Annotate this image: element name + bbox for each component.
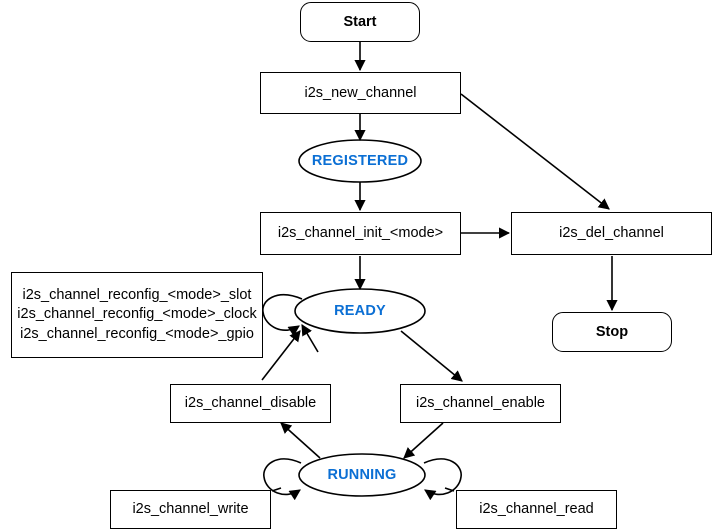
node-channel-reconfig[interactable]: i2s_channel_reconfig_<mode>_slot i2s_cha…: [11, 272, 263, 358]
node-channel-write[interactable]: i2s_channel_write: [110, 490, 271, 529]
node-channel-read[interactable]: i2s_channel_read: [456, 490, 617, 529]
node-channel-init-label: i2s_channel_init_<mode>: [277, 225, 444, 242]
node-channel-init[interactable]: i2s_channel_init_<mode>: [260, 212, 461, 255]
node-new-channel-label: i2s_new_channel: [304, 84, 417, 101]
node-channel-enable[interactable]: i2s_channel_enable: [400, 384, 561, 423]
node-del-channel[interactable]: i2s_del_channel: [511, 212, 712, 255]
node-channel-disable[interactable]: i2s_channel_disable: [170, 384, 331, 423]
node-stop-label: Stop: [595, 324, 629, 340]
node-channel-write-label: i2s_channel_write: [132, 501, 249, 518]
edge-channel-read-to-running: [444, 487, 455, 492]
edge-channel-disable-to-ready: [261, 330, 301, 381]
node-channel-read-label: i2s_channel_read: [479, 501, 594, 518]
node-channel-disable-label: i2s_channel_disable: [184, 395, 317, 412]
edge-running-to-channel-disable: [280, 422, 321, 459]
registered-state-ellipse: [298, 139, 422, 183]
edge-ready-self-loop: [262, 294, 303, 337]
node-start[interactable]: Start: [300, 2, 420, 42]
node-new-channel[interactable]: i2s_new_channel: [260, 72, 461, 114]
node-stop[interactable]: Stop: [552, 312, 672, 352]
edge-new-channel-to-del-channel: [460, 93, 610, 210]
node-del-channel-label: i2s_del_channel: [559, 225, 664, 242]
edge-channel-write-to-running: [271, 487, 282, 492]
node-channel-reconfig-line-slot: i2s_channel_reconfig_<mode>_slot: [22, 287, 252, 304]
node-channel-enable-label: i2s_channel_enable: [416, 395, 545, 412]
node-channel-reconfig-line-gpio: i2s_channel_reconfig_<mode>_gpio: [20, 325, 254, 342]
edge-channel-enable-to-running: [403, 422, 444, 459]
node-start-label: Start: [343, 14, 377, 30]
running-state-ellipse: [298, 453, 426, 497]
node-channel-reconfig-line-clock: i2s_channel_reconfig_<mode>_clock: [17, 306, 257, 323]
edge-ready-to-channel-enable: [400, 330, 463, 382]
edge-running-self-loop-left: [263, 458, 302, 501]
edge-reconfig-to-ready: [301, 324, 319, 353]
ready-state-ellipse: [294, 288, 426, 334]
edge-running-self-loop-right: [423, 458, 462, 501]
